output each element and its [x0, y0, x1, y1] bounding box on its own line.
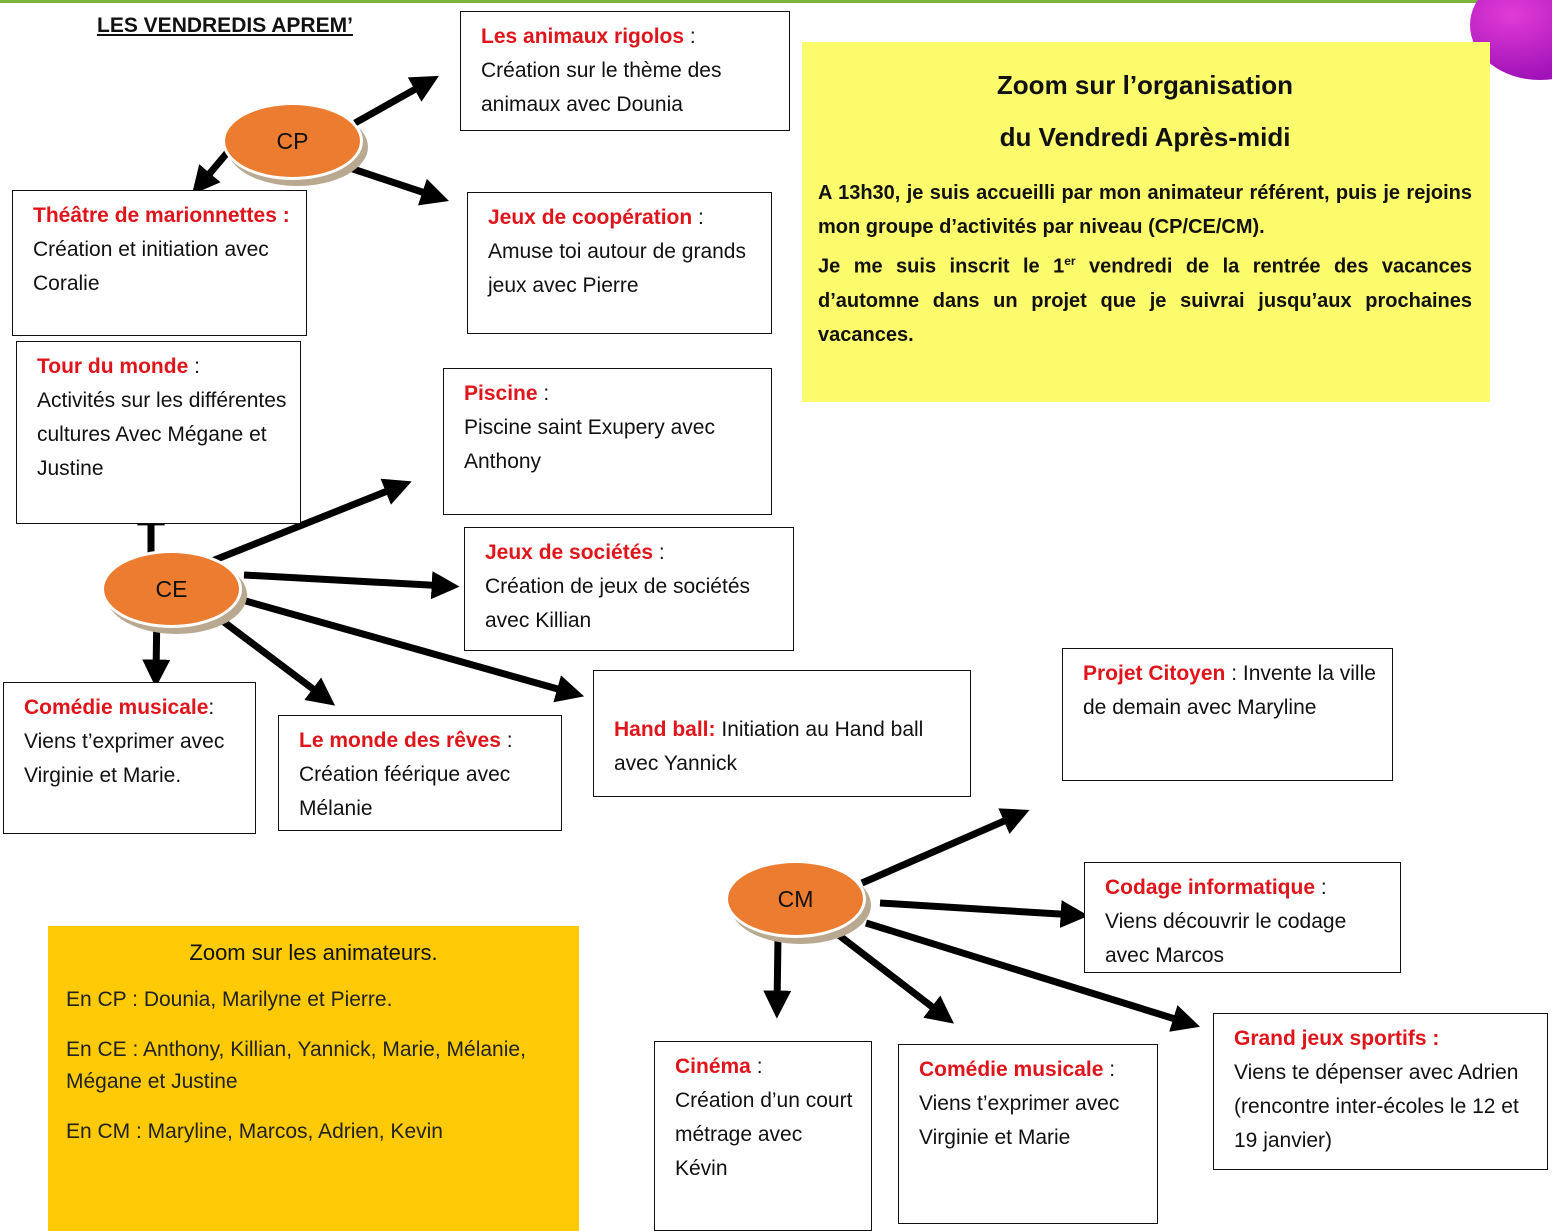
box-heading: Théâtre de marionnettes : [33, 204, 290, 227]
arrow-cm-grand [864, 919, 1201, 1032]
box-heading: Piscine [464, 382, 538, 405]
box-body: Création de jeux de sociétés avec Killia… [485, 575, 750, 632]
arrow-cp-animaux [353, 75, 439, 127]
box-body: Activités sur les différentes cultures A… [37, 389, 287, 480]
box-body: Viens découvrir le codage avec Marcos [1105, 910, 1347, 967]
zoom-organisation-panel: Zoom sur l’organisation du Vendredi Aprè… [802, 42, 1490, 402]
zoom-animateurs-title: Zoom sur les animateurs. [189, 940, 438, 965]
node-cp: CP [222, 102, 363, 180]
box-heading: Grand jeux sportifs : [1234, 1027, 1440, 1050]
box-heading: Jeux de coopération [488, 206, 693, 229]
box-heading: Tour du monde [37, 355, 189, 378]
box-body: : Invente la ville de demain avec Maryli… [1083, 662, 1376, 719]
box-jeux-cooperation: Jeux de coopération : Amuse toi autour d… [467, 192, 772, 334]
box-heading: Hand ball: [614, 718, 716, 741]
box-heading: Les animaux rigolos [481, 25, 685, 48]
box-body: Amuse toi autour de grands jeux avec Pie… [488, 240, 746, 297]
zoom-organisation-title-1: Zoom sur l’organisation [996, 70, 1294, 100]
arrow-ce-societes [243, 571, 460, 600]
box-body: Création féérique avec Mélanie [299, 763, 511, 820]
box-body: Initiation au Hand ball avec Yannick [614, 718, 924, 775]
box-grand-jeux-sportifs: Grand jeux sportifs : Viens te dépenser … [1213, 1013, 1548, 1170]
arrow-ce-reves [197, 601, 336, 706]
page-title: LES VENDREDIS APREM’ [97, 14, 353, 37]
arrow-ce-hand [227, 592, 585, 703]
box-monde-des-reves: Le monde des rêves : Création féérique a… [278, 715, 562, 831]
box-codage-informatique: Codage informatique : Viens découvrir le… [1084, 862, 1401, 973]
box-heading: Comédie musicale [24, 696, 209, 719]
node-ce: CE [101, 550, 242, 628]
box-piscine: Piscine : Piscine saint Exupery avec Ant… [443, 368, 772, 515]
animateurs-cm: En CM : Maryline, Marcos, Adrien, Kevin [66, 1120, 443, 1143]
arrow-cm-cinema [763, 936, 792, 1019]
box-hand-ball: Hand ball: Initiation au Hand ball avec … [593, 670, 971, 797]
box-cinema: Cinéma : Création d’un court métrage ave… [654, 1041, 872, 1231]
box-heading: Codage informatique [1105, 876, 1316, 899]
box-projet-citoyen: Projet Citoyen : Invente la ville de dem… [1062, 648, 1393, 781]
box-body: Viens t’exprimer avec Virginie et Marie [919, 1092, 1120, 1149]
box-theatre-marionnettes: Théâtre de marionnettes : Création et in… [12, 190, 307, 336]
arrow-ce-piscine [210, 478, 412, 565]
box-body: Création et initiation avec Coralie [33, 238, 269, 295]
top-border-line [0, 0, 1552, 3]
zoom-organisation-text: A 13h30, je suis accueilli par mon anima… [818, 182, 1472, 346]
box-heading: Comédie musicale [919, 1058, 1104, 1081]
box-body: Piscine saint Exupery avec Anthony [464, 416, 715, 473]
zoom-animateurs-panel: Zoom sur les animateurs. En CP : Dounia,… [48, 926, 579, 1231]
box-body: Création d’un court métrage avec Kévin [675, 1089, 853, 1180]
box-heading: Projet Citoyen [1083, 662, 1226, 685]
box-jeux-societes: Jeux de sociétés : Création de jeux de s… [464, 527, 794, 651]
box-comedie-musicale-cm: Comédie musicale : Viens t’exprimer avec… [898, 1044, 1158, 1224]
box-body: Création sur le thème des animaux avec D… [481, 59, 722, 116]
arrow-cm-comedie [829, 927, 954, 1024]
animateurs-cp: En CP : Dounia, Marilyne et Pierre. [66, 988, 393, 1011]
box-heading: Le monde des rêves [299, 729, 501, 752]
box-heading: Jeux de sociétés [485, 541, 654, 564]
box-tour-du-monde: Tour du monde : Activités sur les différ… [16, 341, 301, 524]
zoom-organisation-title-2: du Vendredi Après-midi [999, 122, 1291, 152]
box-body: Viens te dépenser avec Adrien (rencontre… [1234, 1061, 1519, 1152]
box-comedie-musicale-ce: Comédie musicale: Viens t’exprimer avec … [3, 682, 256, 834]
arrow-cm-codage [879, 899, 1089, 929]
box-heading: Cinéma [675, 1055, 751, 1078]
animateurs-ce: En CE : Anthony, Killian, Yannick, Marie… [66, 1038, 526, 1093]
arrow-cm-citoyen [860, 808, 1030, 887]
arrow-cp-jeux-coop [348, 164, 449, 206]
box-animaux-rigolos: Les animaux rigolos : Création sur le th… [460, 11, 790, 131]
box-body: Viens t’exprimer avec Virginie et Marie. [24, 730, 225, 787]
node-cm: CM [725, 860, 866, 938]
